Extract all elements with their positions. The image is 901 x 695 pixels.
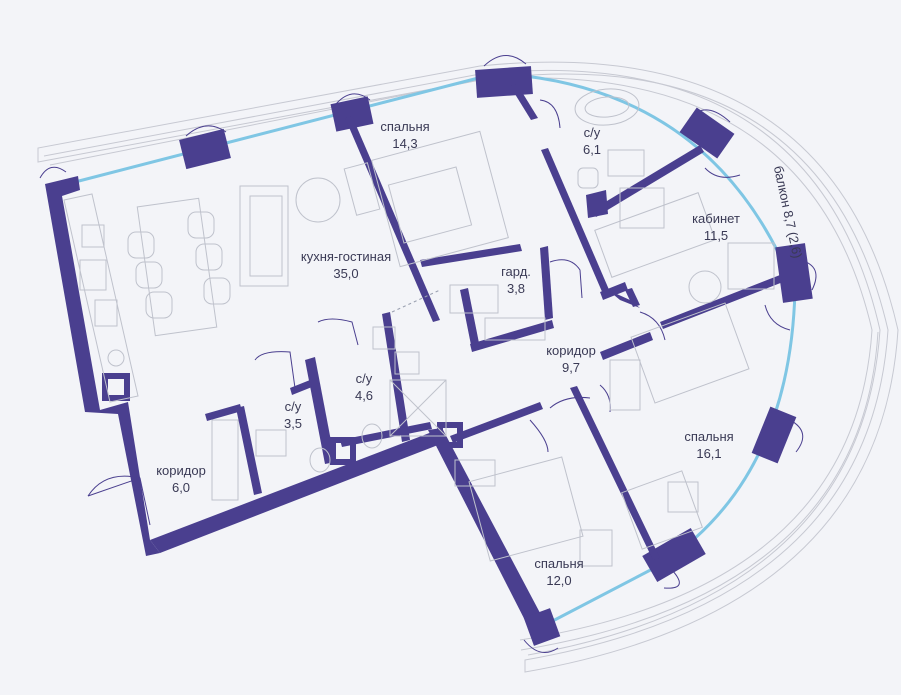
room-wardrobe-label: гард. 3,8 [501,263,531,297]
room-area: 4,6 [354,388,374,403]
room-area: 3,5 [283,416,303,431]
room-area: 14,3 [392,136,418,151]
room-corridor1-label: коридор 9,7 [546,342,596,376]
room-bath2-label: с/у 4,6 [355,370,373,404]
room-name: коридор [156,463,206,478]
room-corridor2-label: коридор 6,0 [156,462,206,496]
room-name: с/у [583,125,601,140]
stove-icon [79,259,107,291]
wardrobe-rack [449,284,499,314]
shower-icon [389,379,447,437]
room-name: спальня [534,556,584,571]
room-name: гард. [501,264,531,279]
room-name: с/у [355,371,373,386]
room-study-label: кабинет 11,5 [692,210,740,244]
room-area: 9,7 [561,360,581,375]
room-name: кухня-гостиная [300,249,392,264]
room-kitchen-label: кухня-гостиная 35,0 [301,248,391,282]
walls [45,66,813,646]
room-area: 35,0 [333,266,359,281]
room-bedroom2-label: спальня 16,1 [684,428,733,462]
room-name: спальня [684,429,734,444]
room-name: спальня [380,119,430,134]
zone-divider [391,289,441,313]
room-area: 12,0 [546,573,572,588]
room-area: 11,5 [703,228,729,243]
room-bedroom3-label: спальня 12,0 [534,555,583,589]
bathtub-icon [574,88,640,126]
room-name: с/у [284,399,302,414]
room-name: коридор [546,343,596,358]
furniture [63,88,775,567]
washer-icon [372,326,396,350]
room-bath1-label: с/у 6,1 [583,124,601,158]
room-area: 6,0 [171,480,191,495]
balcony-outline [37,61,899,673]
room-area: 6,1 [582,142,602,157]
planters [39,55,817,653]
room-bedroom1-label: спальня 14,3 [380,118,429,152]
room-name: кабинет [692,211,740,226]
room-area: 16,1 [696,446,722,461]
room-bath3-label: с/у 3,5 [284,398,302,432]
room-area: 3,8 [506,281,526,296]
